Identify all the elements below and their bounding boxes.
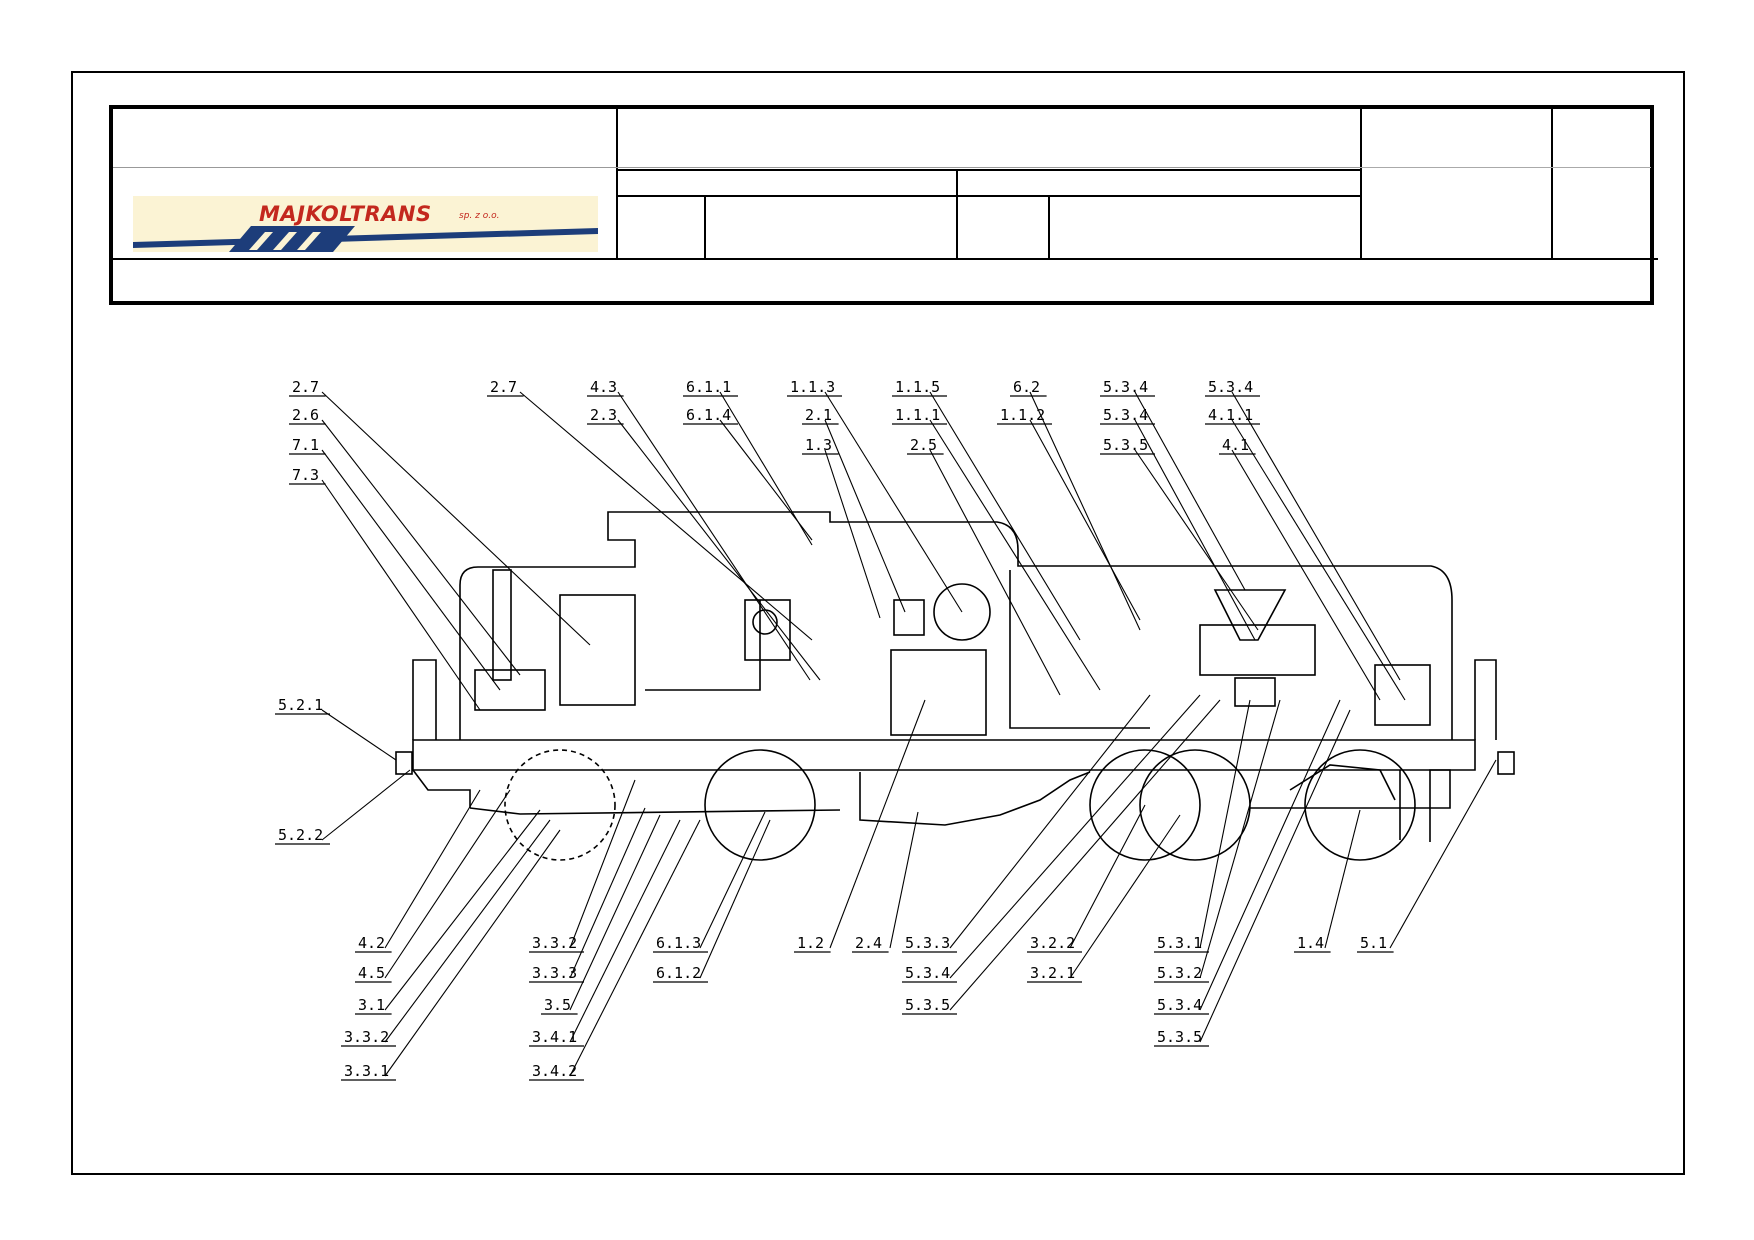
drawing-sheet-border — [71, 71, 1685, 1175]
callout-label: 3.3.2 — [344, 1028, 389, 1046]
callout-labels: 2.7 2.6 7.1 7.3 2.7 4.3 2.3 6.1.1 6.1.4 1.1.3 2.1 1… — [275, 378, 1394, 1081]
callout-label: 5.3.1 — [1157, 934, 1202, 952]
callout-label: 3.3.3 — [532, 964, 577, 982]
callout-label: 3.5 — [544, 996, 571, 1014]
callout-label: 2.7 — [292, 378, 319, 396]
callout-label: 1.1.1 — [895, 406, 940, 424]
callout-label: 5.3.4 — [905, 964, 950, 982]
callout-label: 2.5 — [910, 436, 937, 454]
callout-label: 5.3.5 — [905, 996, 950, 1014]
callout-label: 3.2.1 — [1030, 964, 1075, 982]
callout-label: 5.1 — [1360, 934, 1387, 952]
callout-label: 5.3.4 — [1103, 378, 1148, 396]
callout-label: 3.1 — [358, 996, 385, 1014]
title-block: MAJKOLTRANS sp. z o.o. — [109, 105, 1658, 305]
callout-label: 1.2 — [797, 934, 824, 952]
logo-suffix: sp. z o.o. — [459, 211, 500, 221]
callout-label: 6.1.3 — [656, 934, 701, 952]
callout-label: 4.3 — [590, 378, 617, 396]
callout-label: 5.3.5 — [1157, 1028, 1202, 1046]
callout-label: 3.2.2 — [1030, 934, 1075, 952]
callout-label: 7.1 — [292, 436, 319, 454]
callout-label: 2.6 — [292, 406, 319, 424]
callout-label: 2.3 — [590, 406, 617, 424]
callout-label: 6.2 — [1013, 378, 1040, 396]
callout-label: 4.1 — [1222, 436, 1249, 454]
callout-label: 2.7 — [490, 378, 517, 396]
callout-label: 5.3.3 — [905, 934, 950, 952]
callout-label: 1.1.2 — [1000, 406, 1045, 424]
callout-label: 3.4.2 — [532, 1062, 577, 1080]
callout-label: 6.1.4 — [686, 406, 731, 424]
callout-label: 6.1.2 — [656, 964, 701, 982]
callout-label: 6.1.1 — [686, 378, 731, 396]
callout-label: 2.1 — [805, 406, 832, 424]
logo-name: MAJKOLTRANS — [259, 202, 432, 226]
callout-label: 3.3.2 — [532, 934, 577, 952]
leader-lines — [321, 391, 1497, 1077]
callout-label: 1.1.3 — [790, 378, 835, 396]
locomotive-outline — [395, 511, 1515, 861]
callout-label: 3.3.1 — [344, 1062, 389, 1080]
callout-label: 7.3 — [292, 466, 319, 484]
callout-label: 5.3.5 — [1103, 436, 1148, 454]
callout-label: 5.3.4 — [1157, 996, 1202, 1014]
logo-graphic — [133, 226, 598, 252]
callout-label: 3.4.1 — [532, 1028, 577, 1046]
callout-label: 4.2 — [358, 934, 385, 952]
callout-label: 4.1.1 — [1208, 406, 1253, 424]
callout-label: 1.4 — [1297, 934, 1324, 952]
callout-label: 5.3.4 — [1208, 378, 1253, 396]
callout-label: 5.2.2 — [278, 826, 323, 844]
callout-label: 5.3.4 — [1103, 406, 1148, 424]
company-logo: MAJKOLTRANS sp. z o.o. — [133, 196, 598, 252]
callout-label: 2.4 — [855, 934, 882, 952]
callout-label: 1.3 — [805, 436, 832, 454]
callout-label: 5.3.2 — [1157, 964, 1202, 982]
callout-label: 5.2.1 — [278, 696, 323, 714]
callout-label: 4.5 — [358, 964, 385, 982]
callout-label: 1.1.5 — [895, 378, 940, 396]
